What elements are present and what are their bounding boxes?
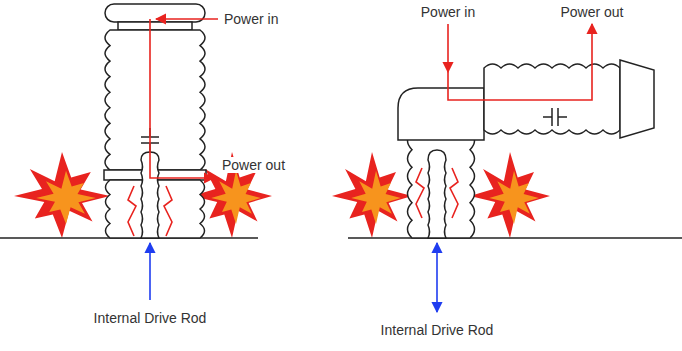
label: Power out [220, 157, 287, 173]
label: Power in [222, 11, 280, 27]
label: Power out [558, 4, 625, 20]
flash-core [211, 171, 261, 224]
drive-rod [428, 150, 446, 238]
base-plate [348, 237, 682, 239]
label: Power in [419, 4, 477, 20]
horizontal-insulator [484, 64, 620, 134]
flash-core [351, 171, 401, 224]
arc-lightning [128, 168, 458, 236]
flash-core [489, 171, 539, 224]
upper-insulator [105, 30, 205, 170]
insulator-body [104, 4, 654, 238]
flash-core [36, 171, 96, 224]
power-path [150, 19, 592, 178]
label: Internal Drive Rod [379, 322, 496, 338]
lower-housing [408, 132, 475, 238]
flash-burst [470, 152, 550, 238]
insulator-neck [118, 22, 192, 30]
drive-rod-arrow [436, 243, 438, 312]
drive-rod-arrow [149, 243, 151, 300]
capacitor-symbol [543, 108, 567, 126]
elbow [398, 88, 484, 140]
flash-burst [332, 152, 412, 238]
flash-burst [14, 152, 110, 238]
label: Internal Drive Rod [92, 310, 209, 326]
end-terminal [620, 60, 654, 138]
